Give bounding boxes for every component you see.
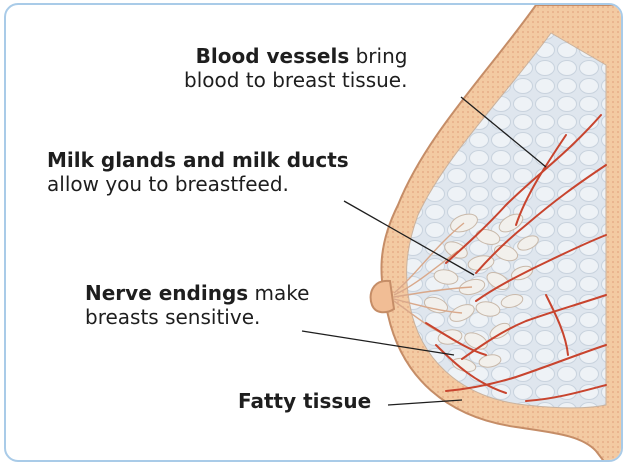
blood-vessels-text: bring [349,44,407,68]
blood-vessels-line2: blood to breast tissue. [184,68,407,92]
label-fatty-tissue: Fatty tissue [238,389,371,413]
label-nerve-endings: Nerve endings make breasts sensitive. [85,281,309,329]
nerve-endings-line2: breasts sensitive. [85,305,309,329]
label-blood-vessels: Blood vessels bring blood to breast tiss… [184,44,407,92]
nerve-endings-text: make [248,281,309,305]
blood-vessels-term: Blood vessels [196,44,350,68]
diagram-frame: Blood vessels bring blood to breast tiss… [4,3,623,462]
nipple [371,281,394,312]
milk-glands-term: Milk glands and milk ducts [47,148,349,172]
nerve-endings-term: Nerve endings [85,281,248,305]
milk-glands-line2: allow you to breastfeed. [47,172,349,196]
fatty-tissue-term: Fatty tissue [238,389,371,413]
label-milk-glands: Milk glands and milk ducts allow you to … [47,148,349,196]
